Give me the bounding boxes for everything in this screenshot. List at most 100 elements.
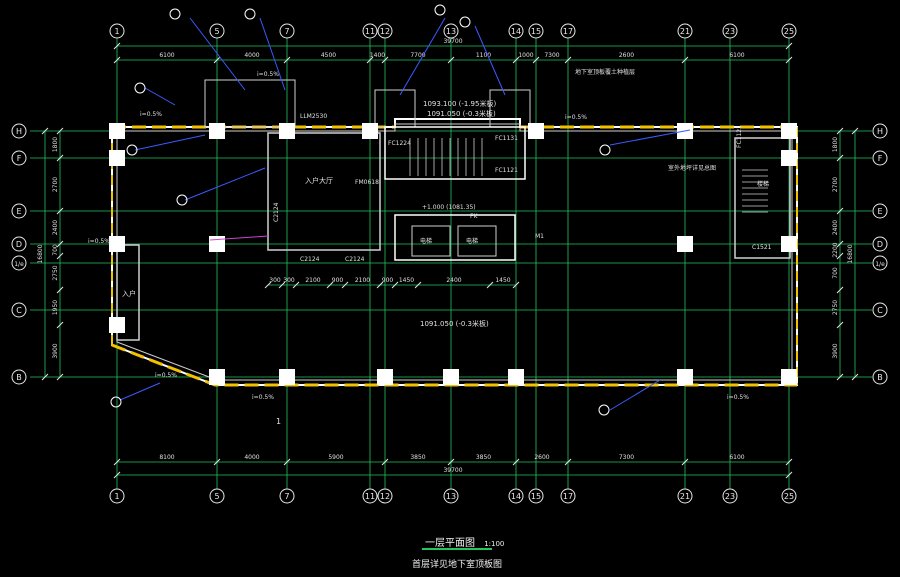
dim-right-label: 700	[832, 267, 839, 279]
grid-bubble-label: 13	[446, 492, 456, 501]
dim-bottom-tick	[785, 458, 793, 466]
entrance-hall-room	[267, 132, 381, 251]
dim-inner-label: 900	[332, 277, 344, 284]
label-slope-6: i=0.5%	[252, 394, 274, 401]
dim-bottom-tick	[512, 458, 520, 466]
label-c4: C1521	[752, 244, 772, 251]
dim-top-label: 4000	[244, 52, 259, 59]
dim-bottom-label: 3850	[410, 454, 425, 461]
title-underline	[422, 548, 492, 550]
grid-bubble	[279, 23, 295, 39]
grid-bubble	[872, 123, 888, 139]
dim-top-tick	[681, 56, 689, 64]
dim-top-label: 6100	[729, 52, 744, 59]
label-slope-3: i=0.5%	[565, 114, 587, 121]
column	[362, 123, 378, 139]
dim-inner-label: 300	[269, 277, 281, 284]
grid-bubble-label: 15	[531, 492, 541, 501]
grid-bubble-label: 25	[784, 27, 794, 36]
label-level-lift: +1.000 (1081.35)	[422, 204, 476, 211]
dim-right-total-tick	[851, 373, 859, 381]
grid-bubble	[528, 23, 544, 39]
grid-bubble-label: B	[877, 373, 883, 382]
top-bay-stair-r	[489, 89, 531, 128]
grid-bubble-label: E	[16, 207, 21, 216]
dim-bottom-label: 3850	[476, 454, 491, 461]
grid-bubble-label: 21	[680, 492, 690, 501]
dim-top-label: 1100	[476, 52, 491, 59]
dim-inner-tick	[326, 281, 334, 289]
building-outline	[111, 118, 798, 386]
label-fc4: FC1121	[736, 125, 743, 148]
dim-inner-tick	[341, 281, 349, 289]
grid-bubble	[109, 23, 125, 39]
dim-inner-label: 2400	[446, 277, 461, 284]
dim-right-tick	[836, 240, 844, 248]
grid-bubble	[508, 488, 524, 504]
grid-bubble	[362, 23, 378, 39]
column	[528, 123, 544, 139]
grid-bubble-label: 1	[114, 27, 119, 36]
grid-bubble-label: 12	[380, 492, 390, 501]
drawing-scale: 1:100	[484, 540, 505, 548]
dim-bottom-total-tick	[113, 471, 121, 479]
label-door-tl: LLM2530	[300, 113, 327, 120]
column	[781, 123, 797, 139]
grid-bubble-label: D	[877, 240, 883, 249]
dim-left-tick	[56, 252, 64, 260]
grid-bubble	[781, 488, 797, 504]
grid-bubble-label: 23	[725, 492, 735, 501]
dim-right-label: 2400	[832, 220, 839, 235]
grid-bubble	[872, 236, 888, 252]
grid-bubble-label: 12	[380, 27, 390, 36]
column	[377, 369, 393, 385]
dim-top-label: 1000	[518, 52, 533, 59]
dim-top-label: 2600	[619, 52, 634, 59]
lift-room	[394, 214, 516, 261]
label-slope-7: i=0.5%	[727, 394, 749, 401]
grid-bubble	[872, 150, 888, 166]
dim-left-label: 2700	[52, 177, 59, 192]
grid-bubble	[508, 23, 524, 39]
dim-left-total-label: 16800	[37, 244, 44, 263]
dim-inner-label: 900	[382, 277, 394, 284]
dim-left-label: 2400	[52, 220, 59, 235]
dim-left-label: 3900	[52, 343, 59, 358]
dim-top-label: 4500	[321, 52, 336, 59]
dim-top-tick	[532, 56, 540, 64]
grid-bubble	[528, 488, 544, 504]
grid-bubble	[872, 302, 888, 318]
grid-lines: 1155771111121213131414151517172121232325…	[11, 23, 888, 504]
label-slope-2: i=0.5%	[257, 71, 279, 78]
column	[279, 369, 295, 385]
dim-right-total-tick	[851, 127, 859, 135]
grid-bubble-label: C	[877, 306, 883, 315]
grid-bubble	[560, 23, 576, 39]
dim-left-label: 1800	[52, 137, 59, 152]
grid-bubble-label: 23	[725, 27, 735, 36]
dim-bottom-tick	[283, 458, 291, 466]
dim-left-tick	[56, 207, 64, 215]
dim-left-total-tick	[41, 373, 49, 381]
label-c3: C2124	[273, 202, 280, 222]
dim-inner-tick	[278, 281, 286, 289]
grid-bubble	[11, 369, 27, 385]
grid-bubble-label: C	[16, 306, 22, 315]
grid-bubble-label: 1/e	[875, 261, 885, 268]
grid-bubble	[377, 23, 393, 39]
label-slope-1: i=0.5%	[140, 111, 162, 118]
grid-bubble	[560, 488, 576, 504]
dim-top-total-tick	[113, 42, 121, 50]
label-lift-b: 电梯	[466, 237, 478, 245]
grid-bubble-label: 7	[284, 492, 289, 501]
dim-right-label: 2700	[832, 177, 839, 192]
dim-inner-label: 1450	[399, 277, 414, 284]
dim-bottom-label: 4000	[244, 454, 259, 461]
grid-bubble	[872, 369, 888, 385]
dim-bottom-total-tick	[785, 471, 793, 479]
dim-right-label: 2200	[832, 242, 839, 257]
grid-bubble-label: 14	[511, 27, 521, 36]
grid-bubble	[443, 23, 459, 39]
